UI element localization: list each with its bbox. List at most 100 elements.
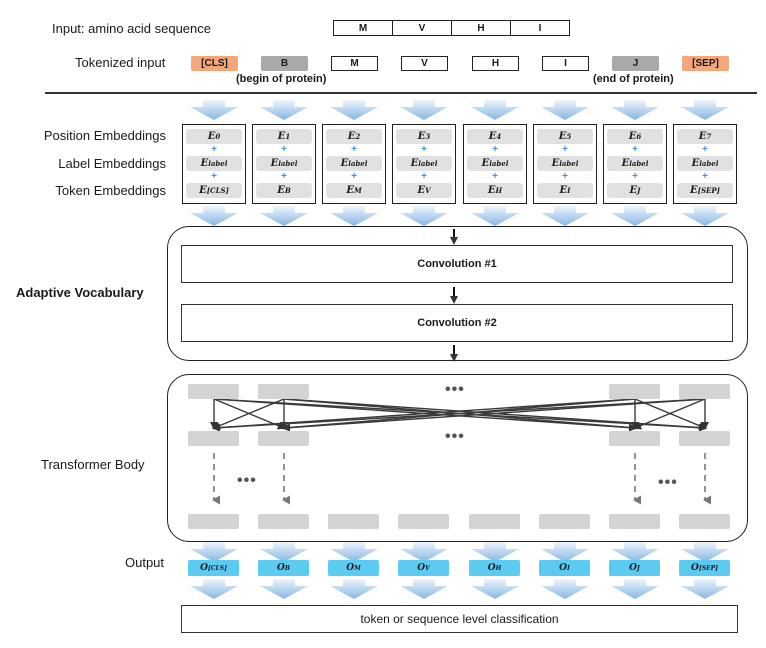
plus-sign: + [492, 171, 498, 182]
hidden-state-output [539, 514, 590, 529]
plus-sign: + [562, 144, 568, 155]
token-plain: I [542, 56, 589, 71]
convolution-1-block: Convolution #1 [181, 245, 733, 283]
classification-box: token or sequence level classification [181, 605, 738, 633]
flow-arrow-down [611, 100, 659, 120]
attention-arrow [212, 398, 285, 430]
flow-arrow-down [471, 579, 519, 599]
plus-sign: + [702, 144, 708, 155]
transformer-body-box [167, 374, 748, 542]
flow-arrow-down [330, 579, 378, 599]
flow-arrow-down [400, 206, 448, 226]
output-token: O[CLS] [188, 560, 239, 576]
adaptive-vocabulary-box [167, 226, 748, 361]
hidden-state-layer [609, 431, 660, 446]
flow-arrow-down [260, 100, 308, 120]
plus-sign: + [211, 171, 217, 182]
hidden-state-input [679, 384, 730, 399]
hidden-state-input [258, 384, 309, 399]
token-special: [CLS] [191, 56, 238, 71]
plus-sign: + [351, 144, 357, 155]
hidden-state-output [469, 514, 520, 529]
token-special: [SEP] [682, 56, 729, 71]
hidden-state-output [188, 514, 239, 529]
flow-arrow-down [541, 206, 589, 226]
flow-arrow-down [260, 542, 308, 562]
plus-sign: + [702, 171, 708, 182]
flow-arrow-down [190, 579, 238, 599]
flow-arrow-down [330, 100, 378, 120]
plus-sign: + [632, 171, 638, 182]
plus-sign: + [211, 144, 217, 155]
flow-arrow-down [330, 542, 378, 562]
flow-arrow-down [471, 206, 519, 226]
token-plain: H [472, 56, 519, 71]
ellipsis-top: ••• [445, 381, 465, 398]
plus-sign: + [281, 144, 287, 155]
flow-arrow-down [260, 206, 308, 226]
output-label: Output [125, 555, 165, 570]
hidden-state-layer [679, 431, 730, 446]
flow-arrow-down [681, 542, 729, 562]
flow-arrow-down [541, 542, 589, 562]
separator-line [45, 92, 757, 94]
plus-sign: + [492, 144, 498, 155]
ellipsis-right: ••• [658, 474, 678, 491]
plus-sign: + [421, 144, 427, 155]
flow-arrow-down [471, 542, 519, 562]
flow-arrow-down [400, 100, 448, 120]
flow-arrow-down [190, 206, 238, 226]
plus-sign: + [421, 171, 427, 182]
attention-arrow [212, 398, 706, 432]
tokenized-input-label: Tokenized input [75, 55, 166, 70]
sequence-cell: I [510, 20, 570, 36]
hidden-state-output [398, 514, 449, 529]
flow-arrow-down [541, 579, 589, 599]
sequence-cell: H [451, 20, 511, 36]
flow-arrow-down [400, 579, 448, 599]
ellipsis-middle: ••• [445, 428, 465, 445]
output-token: O[SEP] [679, 560, 730, 576]
label-embeddings-label: Label Embeddings [58, 156, 166, 171]
flow-arrow-down [471, 100, 519, 120]
plus-sign: + [281, 171, 287, 182]
position-embeddings-label: Position Embeddings [43, 128, 166, 143]
adaptive-vocabulary-label: Adaptive Vocabulary [16, 285, 144, 300]
flow-arrow-down [681, 100, 729, 120]
flow-arrow-down [330, 206, 378, 226]
sequence-cell: M [333, 20, 393, 36]
hidden-state-output [328, 514, 379, 529]
token-embeddings-label: Token Embeddings [55, 183, 166, 198]
flow-arrow-down [611, 542, 659, 562]
transformer-body-label: Transformer Body [41, 457, 145, 472]
sequence-cell: V [392, 20, 452, 36]
